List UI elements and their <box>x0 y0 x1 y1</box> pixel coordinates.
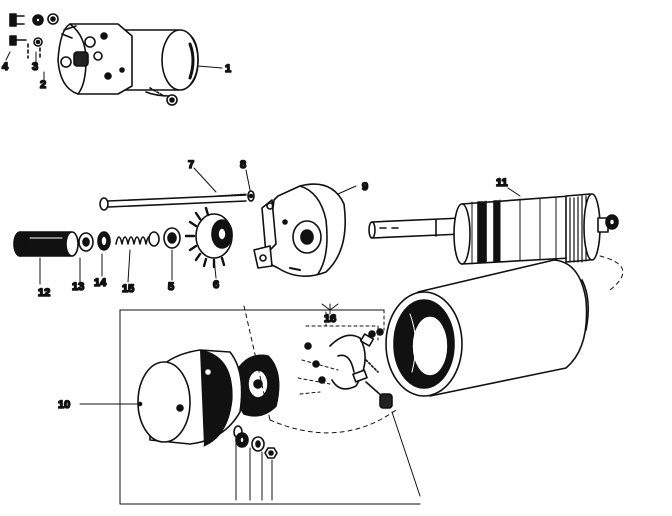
pinion-gear <box>184 206 233 269</box>
callout-6: 6 <box>213 279 219 291</box>
callout-3: 3 <box>32 61 38 73</box>
brush-plate <box>304 328 393 409</box>
armature <box>368 193 619 265</box>
callout-7: 7 <box>188 159 194 171</box>
callout-5: 5 <box>168 281 174 293</box>
through-bolt <box>99 190 255 211</box>
callout-9: 9 <box>362 181 368 193</box>
callout-labels: 1 2 3 4 5 6 7 8 9 10 11 12 13 14 15 16 <box>1 60 508 412</box>
callout-2: 2 <box>40 79 46 91</box>
leader-lines <box>5 51 521 405</box>
top-hardware <box>9 13 59 59</box>
callout-11: 11 <box>496 177 508 189</box>
callout-16: 16 <box>324 313 336 325</box>
starter-assembly <box>57 23 199 106</box>
drive-end-plate <box>253 183 346 277</box>
terminal-hardware <box>233 425 278 501</box>
field-housing <box>385 259 590 397</box>
callout-12: 12 <box>38 287 50 299</box>
drive-components <box>13 206 233 269</box>
callout-10: 10 <box>58 399 70 411</box>
callout-14: 14 <box>94 277 107 289</box>
callout-15: 15 <box>122 283 134 295</box>
callout-16-arrowhead <box>321 303 339 311</box>
callout-4: 4 <box>2 61 9 73</box>
callout-8: 8 <box>240 159 246 171</box>
end-cover <box>137 349 280 447</box>
callout-1: 1 <box>225 63 231 75</box>
callout-13: 13 <box>72 281 84 293</box>
assembly-group-lines <box>119 255 624 505</box>
